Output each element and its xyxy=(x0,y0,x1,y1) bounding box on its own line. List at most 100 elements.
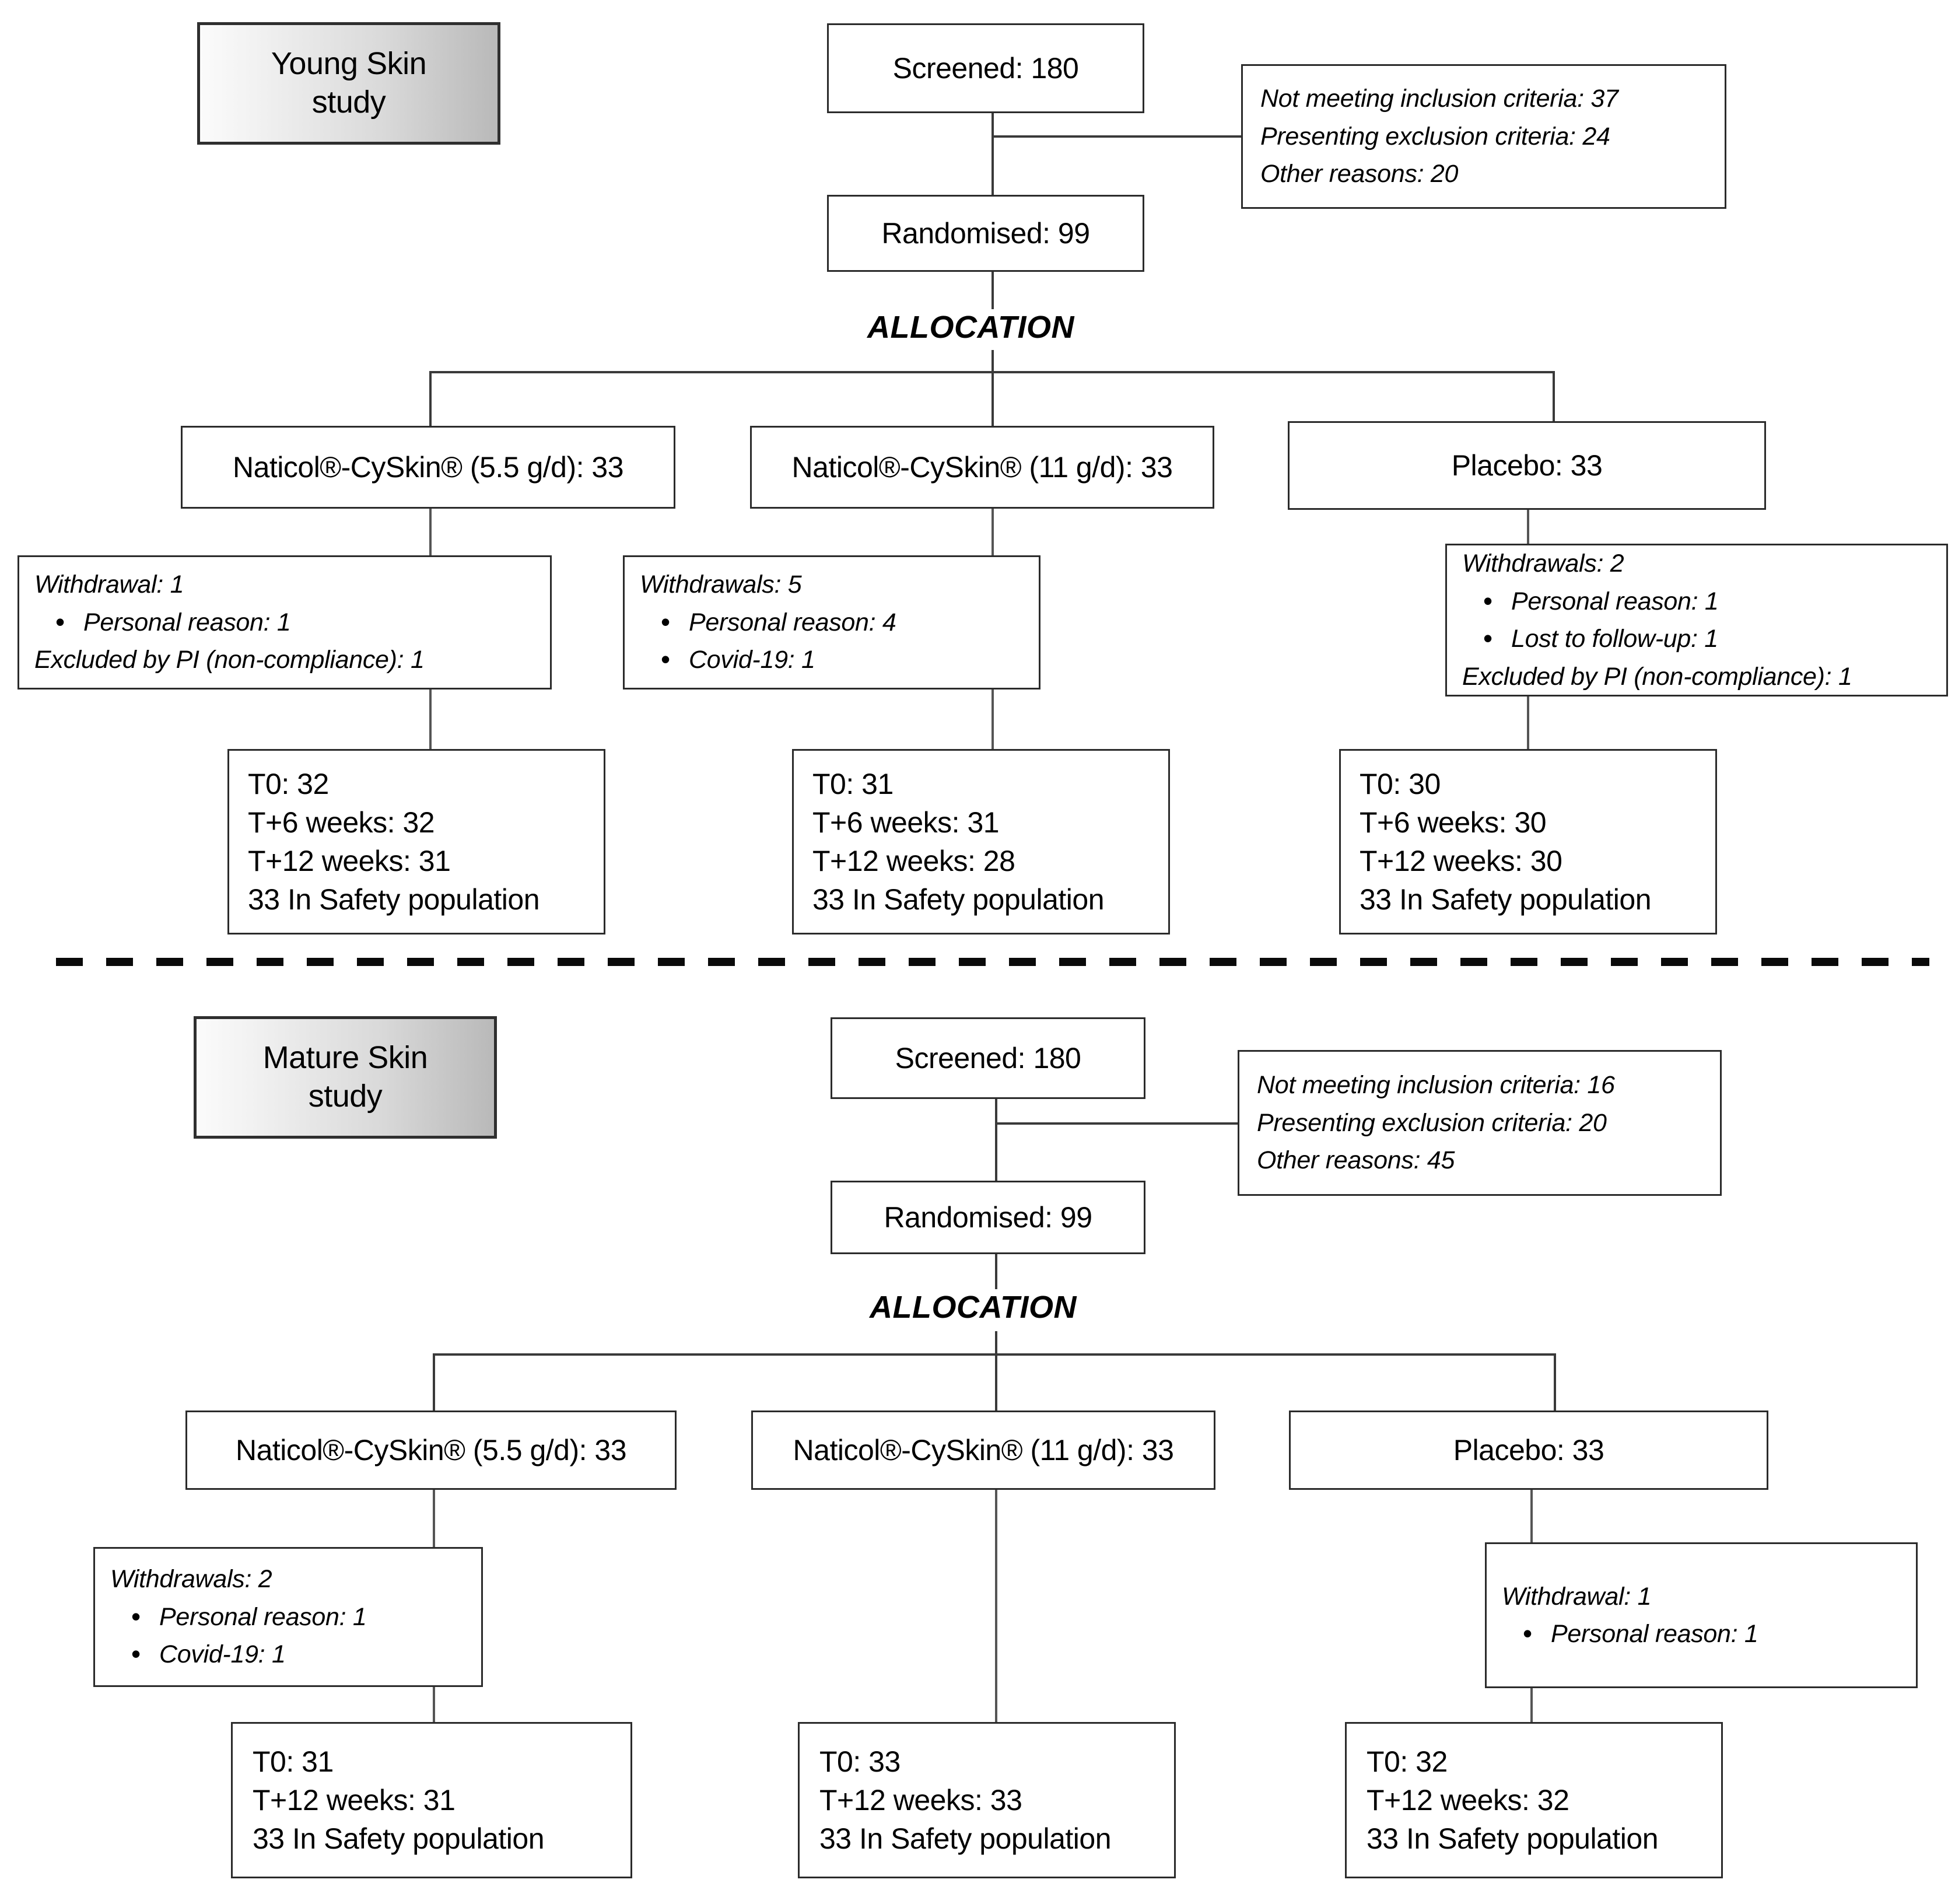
mature-outcome-1-line-0: T0: 31 xyxy=(253,1745,334,1778)
mature-outcome-2-line-2: 33 In Safety population xyxy=(819,1822,1112,1855)
young-arm1-to-withdrawal-line xyxy=(429,509,432,559)
young-outcome-3-line-3: 33 In Safety population xyxy=(1360,883,1652,916)
young-arm2-to-withdrawal-line xyxy=(991,509,994,559)
mature-outcome-box-3: T0: 32 T+12 weeks: 32 33 In Safety popul… xyxy=(1345,1722,1723,1878)
mature-randomised-text: Randomised: 99 xyxy=(884,1201,1092,1234)
young-arm3-drop-line xyxy=(1553,371,1555,428)
young-randomised-to-allocation-line xyxy=(991,272,994,309)
mature-arm1-to-withdrawal-line xyxy=(433,1490,435,1549)
mature-screened-to-randomised-line xyxy=(995,1099,997,1181)
young-outcome-2-line-1: T+6 weeks: 31 xyxy=(812,806,1000,839)
young-withdrawal-box-2: Withdrawals: 5 Personal reason: 4 Covid-… xyxy=(623,555,1040,690)
young-arm1-drop-line xyxy=(429,371,432,428)
young-arm-title-2: Naticol®-CySkin® (11 g/d): 33 xyxy=(791,451,1173,484)
mature-withdrawal3-to-outcome-line xyxy=(1530,1688,1533,1723)
young-arm3-to-withdrawal-line xyxy=(1527,510,1529,559)
mature-outcome-3-line-0: T0: 32 xyxy=(1367,1745,1448,1778)
young-outcome-3-line-2: T+12 weeks: 30 xyxy=(1360,845,1562,877)
mature-outcome-3-line-2: 33 In Safety population xyxy=(1367,1822,1659,1855)
young-exclusion-item-0: Not meeting inclusion criteria: 37 xyxy=(1260,85,1618,113)
young-withdrawal-footer-1: Excluded by PI (non-compliance): 1 xyxy=(34,646,425,674)
mature-study-label-line2: study xyxy=(308,1079,383,1114)
mature-exclusion-item-2: Other reasons: 45 xyxy=(1257,1146,1455,1175)
young-withdrawal-bullet-3-0: Personal reason: 1 xyxy=(1447,582,1946,621)
mature-withdrawal-heading-1: Withdrawals: 2 xyxy=(110,1565,272,1594)
mature-allocation-trunk-line xyxy=(995,1331,997,1356)
mature-arm-title-3: Placebo: 33 xyxy=(1453,1434,1604,1466)
mature-exclusion-connector-line xyxy=(995,1122,1240,1125)
young-withdrawal3-to-outcome-line xyxy=(1527,696,1529,752)
young-outcome-box-2: T0: 31 T+6 weeks: 31 T+12 weeks: 28 33 I… xyxy=(792,749,1170,935)
mature-withdrawal-bullets-3: Personal reason: 1 xyxy=(1487,1614,1916,1653)
mature-outcome-1-line-1: T+12 weeks: 31 xyxy=(253,1784,456,1817)
young-outcome-1-line-1: T+6 weeks: 32 xyxy=(248,806,435,839)
mature-arm-title-2: Naticol®-CySkin® (11 g/d): 33 xyxy=(793,1434,1174,1466)
mature-outcome-box-2: T0: 33 T+12 weeks: 33 33 In Safety popul… xyxy=(798,1722,1176,1878)
mature-withdrawal-bullets-1: Personal reason: 1 Covid-19: 1 xyxy=(95,1597,481,1674)
young-outcome-2-line-2: T+12 weeks: 28 xyxy=(812,845,1015,877)
mature-outcome-1-line-2: 33 In Safety population xyxy=(253,1822,545,1855)
mature-withdrawal-bullet-1-1: Covid-19: 1 xyxy=(95,1634,481,1674)
young-outcome-3-line-0: T0: 30 xyxy=(1360,768,1441,800)
mature-withdrawal-box-1: Withdrawals: 2 Personal reason: 1 Covid-… xyxy=(93,1547,483,1687)
section-divider xyxy=(56,958,1929,966)
mature-randomised-box: Randomised: 99 xyxy=(831,1181,1145,1254)
young-arm-title-box-1: Naticol®-CySkin® (5.5 g/d): 33 xyxy=(181,426,675,509)
young-outcome-2-line-3: 33 In Safety population xyxy=(812,883,1105,916)
young-outcome-1-line-2: T+12 weeks: 31 xyxy=(248,845,451,877)
young-outcome-1-line-3: 33 In Safety population xyxy=(248,883,540,916)
mature-withdrawal-heading-3: Withdrawal: 1 xyxy=(1502,1582,1652,1611)
young-withdrawal-bullet-2-1: Covid-19: 1 xyxy=(625,640,1039,679)
young-screened-to-randomised-line xyxy=(991,113,994,195)
young-withdrawal-bullets-2: Personal reason: 4 Covid-19: 1 xyxy=(625,603,1039,679)
mature-withdrawal1-to-outcome-line xyxy=(433,1687,435,1726)
mature-arm-title-box-2: Naticol®-CySkin® (11 g/d): 33 xyxy=(751,1410,1215,1490)
young-exclusion-item-1: Presenting exclusion criteria: 24 xyxy=(1260,122,1610,150)
mature-outcome-2-line-1: T+12 weeks: 33 xyxy=(819,1784,1022,1817)
young-allocation-trunk-line xyxy=(991,350,994,373)
mature-screened-text: Screened: 180 xyxy=(895,1042,1081,1074)
young-arm-title-box-2: Naticol®-CySkin® (11 g/d): 33 xyxy=(750,426,1214,509)
mature-arm-title-1: Naticol®-CySkin® (5.5 g/d): 33 xyxy=(235,1434,627,1466)
mature-outcome-2-line-0: T0: 33 xyxy=(819,1745,901,1778)
mature-allocation-split-bar xyxy=(433,1353,1556,1356)
young-study-label: Young Skin study xyxy=(197,22,500,145)
mature-withdrawal-box-3: Withdrawal: 1 Personal reason: 1 xyxy=(1485,1542,1918,1688)
young-screened-box: Screened: 180 xyxy=(827,23,1144,113)
mature-exclusions-box: Not meeting inclusion criteria: 16 Prese… xyxy=(1238,1050,1722,1196)
young-withdrawal1-to-outcome-line xyxy=(429,690,432,752)
young-withdrawal-heading-2: Withdrawals: 5 xyxy=(640,570,802,599)
mature-arm-title-box-3: Placebo: 33 xyxy=(1289,1410,1768,1490)
young-arm-title-box-3: Placebo: 33 xyxy=(1288,421,1766,510)
young-withdrawal-bullet-1-0: Personal reason: 1 xyxy=(19,603,550,642)
mature-arm2-to-outcome-line xyxy=(995,1490,997,1723)
young-withdrawal-bullet-2-0: Personal reason: 4 xyxy=(625,603,1039,642)
mature-study-label-line1: Mature Skin xyxy=(262,1040,428,1076)
mature-exclusion-item-0: Not meeting inclusion criteria: 16 xyxy=(1257,1071,1615,1100)
mature-screened-box: Screened: 180 xyxy=(831,1017,1145,1099)
young-withdrawal-bullets-3: Personal reason: 1 Lost to follow-up: 1 xyxy=(1447,582,1946,658)
young-withdrawal-bullets-1: Personal reason: 1 xyxy=(19,603,550,642)
mature-allocation-label: ALLOCATION xyxy=(870,1290,1077,1325)
young-outcome-2-line-0: T0: 31 xyxy=(812,768,894,800)
mature-arm3-to-withdrawal-line xyxy=(1530,1490,1533,1548)
young-screened-text: Screened: 180 xyxy=(892,52,1079,85)
young-randomised-box: Randomised: 99 xyxy=(827,195,1144,272)
young-randomised-text: Randomised: 99 xyxy=(881,217,1090,250)
young-arm-title-1: Naticol®-CySkin® (5.5 g/d): 33 xyxy=(232,451,624,484)
young-withdrawal-heading-1: Withdrawal: 1 xyxy=(34,570,184,599)
young-withdrawal-footer-3: Excluded by PI (non-compliance): 1 xyxy=(1462,662,1852,691)
mature-arm3-drop-line xyxy=(1554,1353,1556,1412)
young-study-label-line1: Young Skin xyxy=(271,46,427,82)
young-withdrawal2-to-outcome-line xyxy=(991,690,994,752)
mature-arm2-drop-line xyxy=(995,1353,997,1412)
young-study-label-line2: study xyxy=(311,85,386,120)
mature-withdrawal-bullet-3-0: Personal reason: 1 xyxy=(1487,1614,1916,1653)
young-exclusion-connector-line xyxy=(991,135,1243,138)
young-arm-title-3: Placebo: 33 xyxy=(1451,449,1603,482)
mature-exclusion-item-1: Presenting exclusion criteria: 20 xyxy=(1257,1108,1607,1137)
mature-withdrawal-bullet-1-0: Personal reason: 1 xyxy=(95,1597,481,1636)
young-outcome-box-1: T0: 32 T+6 weeks: 32 T+12 weeks: 31 33 I… xyxy=(227,749,605,935)
mature-randomised-to-allocation-line xyxy=(995,1254,997,1289)
